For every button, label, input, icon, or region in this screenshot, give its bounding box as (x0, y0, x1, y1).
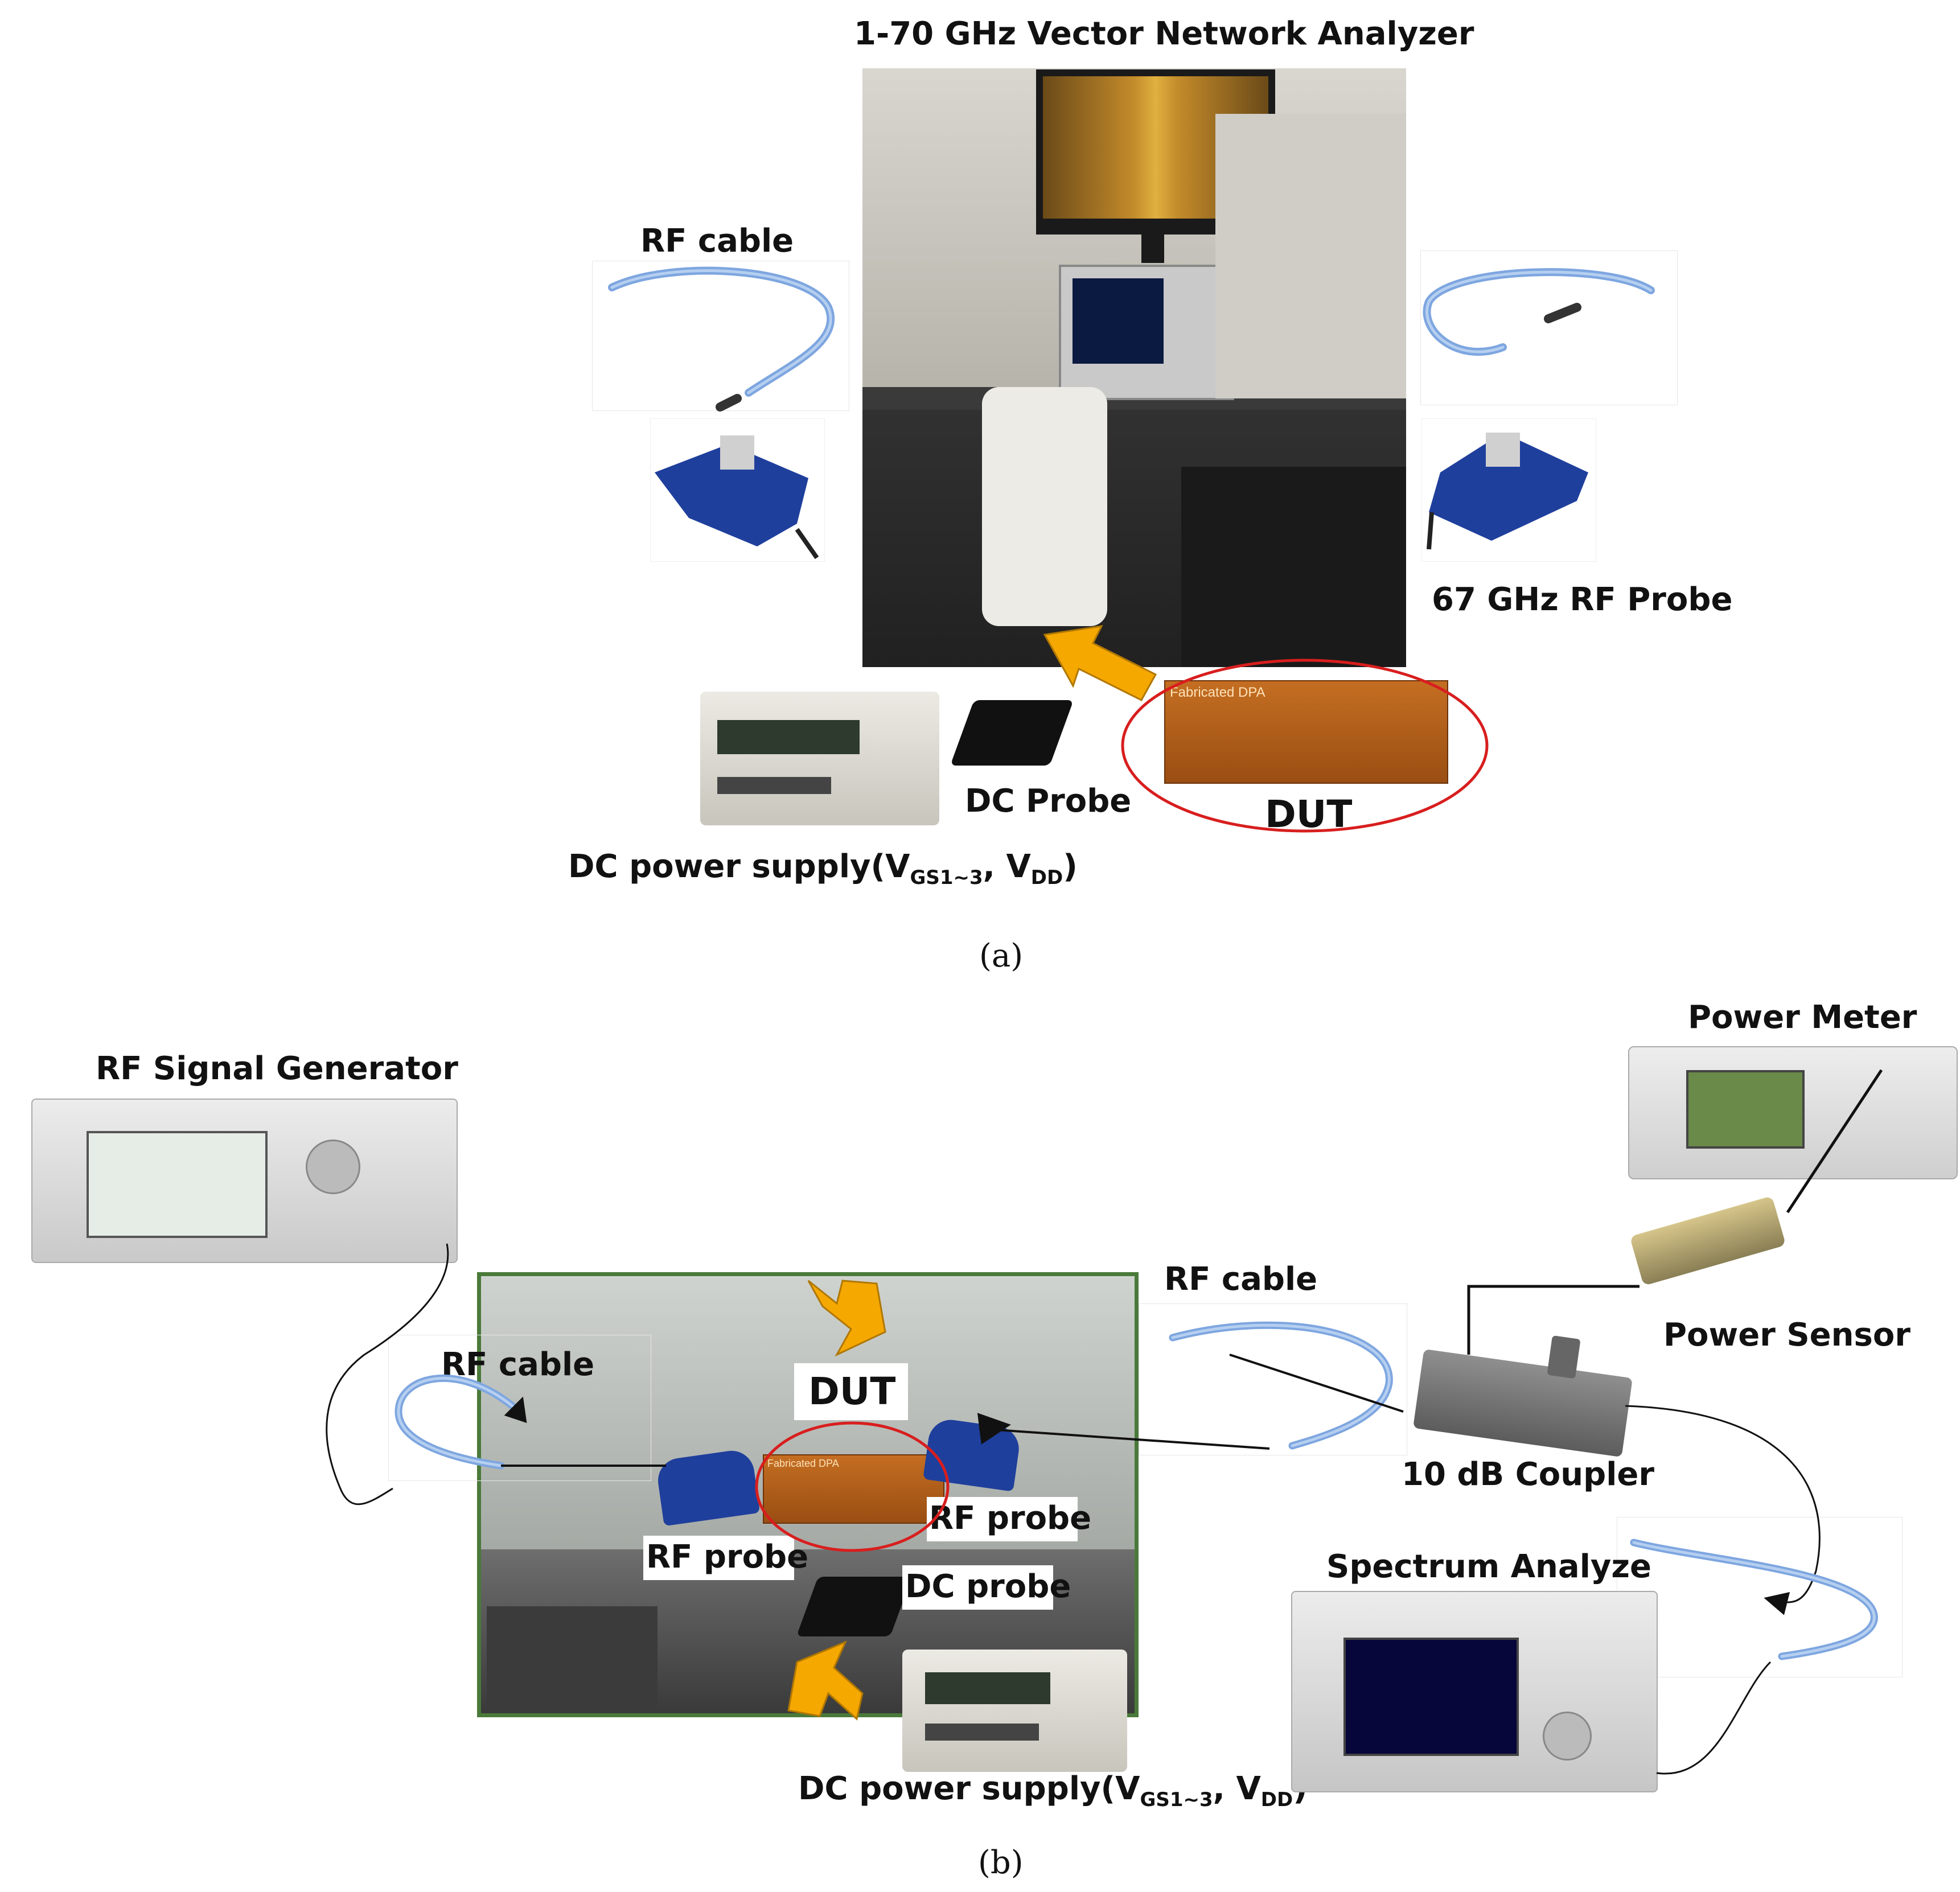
dc-probe-label-b: DC probe (905, 1568, 1071, 1605)
rf-cable-bottom-b (1630, 1539, 1878, 1660)
caption-b: (b) (978, 1844, 1024, 1881)
dc-supply-label-a: DC power supply(VGS1~3, VDD) (568, 848, 1078, 889)
dut-chip-image-a: Fabricated DPA (1164, 680, 1448, 784)
dc-power-supply-icon-b (902, 1650, 1127, 1772)
rf-cable-right-image-b (1139, 1303, 1407, 1455)
spectrum-analyzer-label: Spectrum Analyze (1326, 1548, 1651, 1585)
spectrum-analyzer-icon (1291, 1591, 1658, 1792)
power-meter-label: Power Meter (1688, 999, 1917, 1036)
rf-cable-right-image (1420, 250, 1678, 405)
dc-supply-label-b: DC power supply(VGS1~3, VDD) (798, 1770, 1308, 1811)
rf-cable-label-right-b: RF cable (1164, 1261, 1318, 1298)
rf-cable-left-a (608, 266, 835, 412)
link-right-probe-b2 (977, 1413, 1011, 1445)
rf-probe-left-icon (650, 418, 825, 562)
rf-cable-right-a (1423, 268, 1655, 356)
siggen-cable-b (326, 1243, 449, 1506)
chip-label-b: Fabricated DPA (767, 1458, 839, 1469)
power-meter-icon (1628, 1046, 1958, 1179)
chip-label-a: Fabricated DPA (1170, 685, 1265, 700)
rf-probe-right-a (1427, 433, 1588, 550)
dut-label-a: DUT (1265, 792, 1353, 836)
dc-probe-label-b-box (902, 1565, 1053, 1610)
rf-probe-label-left-b: RF probe (646, 1539, 809, 1576)
signal-generator-label: RF Signal Generator (96, 1050, 458, 1087)
arrow-line-cable-b (504, 1396, 527, 1424)
link-coupler-sensor (1467, 1285, 1640, 1355)
vna-label: 1-70 GHz Vector Network Analyzer (854, 15, 1474, 52)
dut-label-b: DUT (808, 1369, 896, 1413)
rf-cable-right-b (1169, 1321, 1393, 1450)
vna-instrument-icon (1059, 265, 1234, 400)
dut-chip-image-b: Fabricated DPA (763, 1454, 944, 1524)
rf-cable-label-left-b: RF cable (441, 1346, 595, 1383)
arrow-a (1043, 625, 1157, 701)
link-right-probe-b (979, 1428, 1270, 1450)
signal-generator-icon (31, 1099, 458, 1263)
link-spectrum-cable (1656, 1661, 1772, 1775)
coupler-label: 10 dB Coupler (1402, 1456, 1655, 1493)
link-cable-coupler (1229, 1354, 1404, 1413)
rf-probe-left-a (655, 435, 819, 560)
dut-ring-b (755, 1421, 950, 1552)
rf-cable-left-image-b (388, 1335, 651, 1481)
power-sensor-label: Power Sensor (1663, 1317, 1910, 1354)
vna-lab-photo (862, 68, 1406, 667)
link-coupler-spectrum (1625, 1405, 1821, 1615)
rf-cable-label-a: RF cable (640, 223, 794, 260)
dut-label-b-box (794, 1363, 908, 1420)
dc-power-supply-icon (700, 692, 939, 825)
rf-cable-left-b (395, 1374, 516, 1470)
dut-ring-a (1121, 659, 1489, 833)
caption-a: (a) (979, 937, 1024, 974)
rf-probe-right-icon (1421, 418, 1596, 562)
rf-probe-label-left-b-box (643, 1536, 794, 1580)
link-sensor-meter (1786, 1069, 1883, 1214)
dc-probe-label-a: DC Probe (965, 783, 1132, 820)
arrow-dut-b (807, 1280, 886, 1357)
rf-probe-label-right-b-box (927, 1497, 1078, 1541)
arrow-supply-b (787, 1640, 864, 1721)
rf-probe-label-a: 67 GHz RF Probe (1432, 581, 1733, 618)
rf-probe-label-right-b: RF probe (929, 1500, 1092, 1537)
